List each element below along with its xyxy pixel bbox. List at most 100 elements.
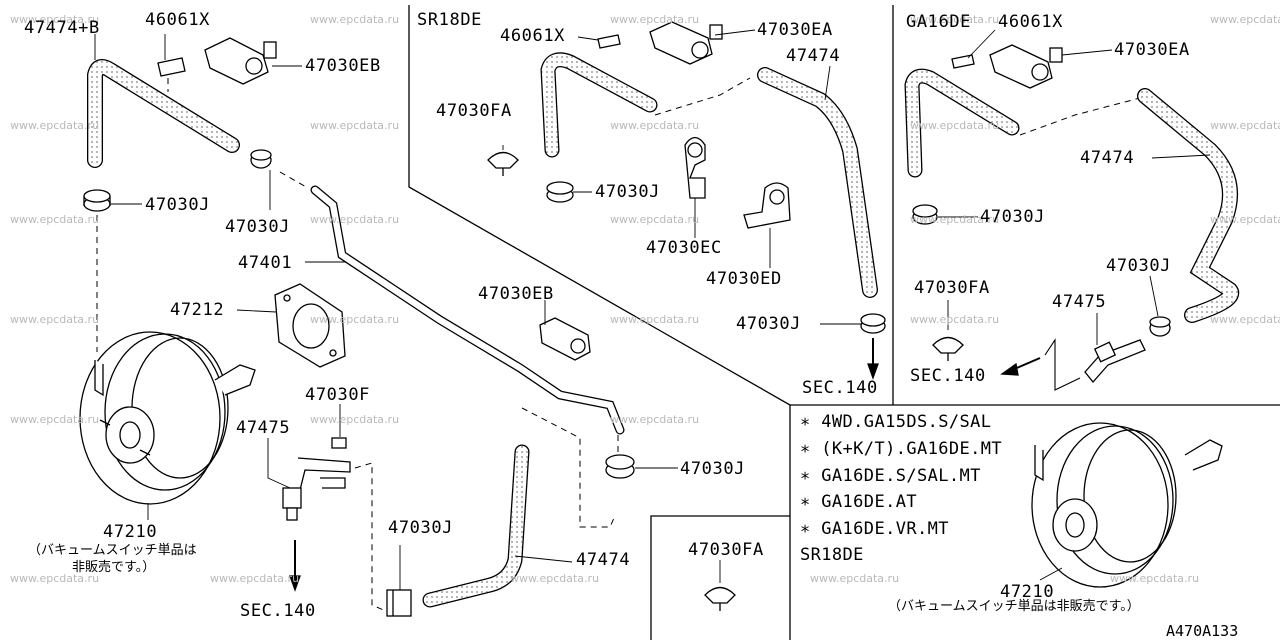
clamp-47030j-ga16de <box>912 204 938 225</box>
clamp-47030ea-sr18de <box>649 21 723 65</box>
watermark: www.epcdata.ru <box>910 119 1000 132</box>
hose-47474-ga16de <box>1137 88 1240 323</box>
part-label-47030j: 47030J <box>595 182 661 202</box>
sec-ref-ga16de: SEC.140 <box>910 366 986 386</box>
watermark: www.epcdata.ru <box>310 13 400 26</box>
clip-46061x-ga16de <box>951 54 975 69</box>
section-label-sr18de: SR18DE <box>417 10 483 30</box>
watermark: www.epcdata.ru <box>510 572 600 585</box>
part-label-46061x: 46061X <box>500 26 566 46</box>
watermark: www.epcdata.ru <box>1210 13 1280 26</box>
region-divider-sr18de <box>408 5 791 640</box>
part-label-47030fa: 47030FA <box>914 278 990 298</box>
clamp-47030j-sr18de <box>546 181 574 203</box>
watermark: www.epcdata.ru <box>10 413 100 426</box>
watermark: www.epcdata.ru <box>1210 119 1280 132</box>
arrowhead-sec140-ga16de <box>1000 362 1019 376</box>
hose-47474-bottom <box>422 444 530 608</box>
arrowhead-sec140-left <box>289 575 301 592</box>
footnote-left-line-2: 非販売です。） <box>72 560 156 575</box>
part-label-47212: 47212 <box>170 300 225 320</box>
clip-46061x-left <box>157 57 186 77</box>
watermark: www.epcdata.ru <box>310 213 400 226</box>
cap-47030f <box>331 437 347 449</box>
clamp-47030ea-ga16de <box>989 44 1063 89</box>
hose-sr18de-short <box>540 52 658 158</box>
part-label-47474: 47474 <box>576 550 631 570</box>
brake-booster-left <box>79 331 256 505</box>
watermark: www.epcdata.ru <box>610 119 700 132</box>
watermark: www.epcdata.ru <box>1210 213 1280 226</box>
part-label-47401: 47401 <box>238 253 293 273</box>
part-label-47030ed: 47030ED <box>706 269 782 289</box>
applicability-note: ∗ 4WD.GA15DS.S/SAL <box>800 412 992 432</box>
clip-46061x-sr18de <box>597 34 621 49</box>
watermark: www.epcdata.ru <box>10 119 100 132</box>
part-label-47030f: 47030F <box>305 385 371 405</box>
part-label-47475: 47475 <box>236 418 291 438</box>
watermark: www.epcdata.ru <box>610 213 700 226</box>
applicability-note: ∗ GA16DE.VR.MT <box>800 519 949 539</box>
clamp-47030j-c <box>386 589 412 617</box>
leader-lines <box>94 29 1211 590</box>
watermark: www.epcdata.ru <box>1110 572 1200 585</box>
watermark: www.epcdata.ru <box>610 13 700 26</box>
clamp-47030j-ga16de-2 <box>1149 316 1171 337</box>
part-label-47030j: 47030J <box>145 195 211 215</box>
part-label-47030ea: 47030EA <box>1114 40 1190 60</box>
watermark: www.epcdata.ru <box>610 313 700 326</box>
part-label-47030eb: 47030EB <box>478 284 554 304</box>
gasket-47212 <box>274 283 346 368</box>
applicability-note: ∗ (K+K/T).GA16DE.MT <box>800 439 1003 459</box>
applicability-note: SR18DE <box>800 545 864 565</box>
clamp-47030j-b <box>250 149 272 169</box>
part-label-46061x: 46061X <box>998 12 1064 32</box>
part-label-47030j: 47030J <box>388 518 454 538</box>
part-label-47030j: 47030J <box>680 459 746 479</box>
part-label-47030j: 47030J <box>980 207 1046 227</box>
watermark: www.epcdata.ru <box>610 413 700 426</box>
diagram-code: A470A133 <box>1166 622 1239 640</box>
grommet-47030fa-bottom <box>704 586 736 611</box>
clamp-47030eb-mid <box>539 317 591 361</box>
part-label-47030eb: 47030EB <box>305 56 381 76</box>
watermark: www.epcdata.ru <box>210 572 300 585</box>
watermark: www.epcdata.ru <box>910 13 1000 26</box>
part-label-47030ec: 47030EC <box>646 238 722 258</box>
applicability-note: ∗ GA16DE.AT <box>800 492 917 512</box>
part-label-47475: 47475 <box>1052 292 1107 312</box>
clamp-47030j-d <box>605 454 635 479</box>
part-label-47210: 47210 <box>103 522 158 542</box>
part-label-47030j: 47030J <box>1106 256 1172 276</box>
section-label-ga16de: GA16DE <box>906 12 972 32</box>
part-label-47474: 47474 <box>1080 148 1135 168</box>
watermark: www.epcdata.ru <box>910 313 1000 326</box>
part-label-46061x: 46061X <box>145 10 211 30</box>
watermark: www.epcdata.ru <box>310 413 400 426</box>
hose-47474-b <box>87 59 240 168</box>
bracket-47030ec <box>684 136 706 199</box>
part-label-47474: 47474 <box>786 46 841 66</box>
pipe-47401 <box>310 185 625 435</box>
footnote-right: （バキュームスイッチ単品は非販売です。） <box>888 599 1140 614</box>
watermark: www.epcdata.ru <box>10 313 100 326</box>
clip-box-outline <box>650 515 790 640</box>
sec-ref-sr18de: SEC.140 <box>802 378 878 398</box>
part-label-47030fa: 47030FA <box>436 101 512 121</box>
footnote-left-line-1: （バキュームスイッチ単品は <box>28 543 197 558</box>
watermark: www.epcdata.ru <box>1210 313 1280 326</box>
part-label-47030j: 47030J <box>736 314 802 334</box>
clamp-47030eb-top <box>204 37 277 85</box>
watermark: www.epcdata.ru <box>10 213 100 226</box>
hose-47474-sr18de <box>757 67 878 298</box>
grommet-47030fa-sr18de <box>487 151 519 176</box>
part-label-47030ea: 47030EA <box>757 20 833 40</box>
watermark: www.epcdata.ru <box>310 119 400 132</box>
check-valve-47475-left <box>282 457 351 521</box>
watermark: www.epcdata.ru <box>810 572 900 585</box>
clamp-47030j-a <box>83 189 111 212</box>
arrowhead-sec140-sr18de <box>867 363 879 380</box>
watermark: www.epcdata.ru <box>10 572 100 585</box>
grommet-47030fa-ga16de <box>932 336 964 361</box>
part-label-47030j: 47030J <box>225 217 291 237</box>
